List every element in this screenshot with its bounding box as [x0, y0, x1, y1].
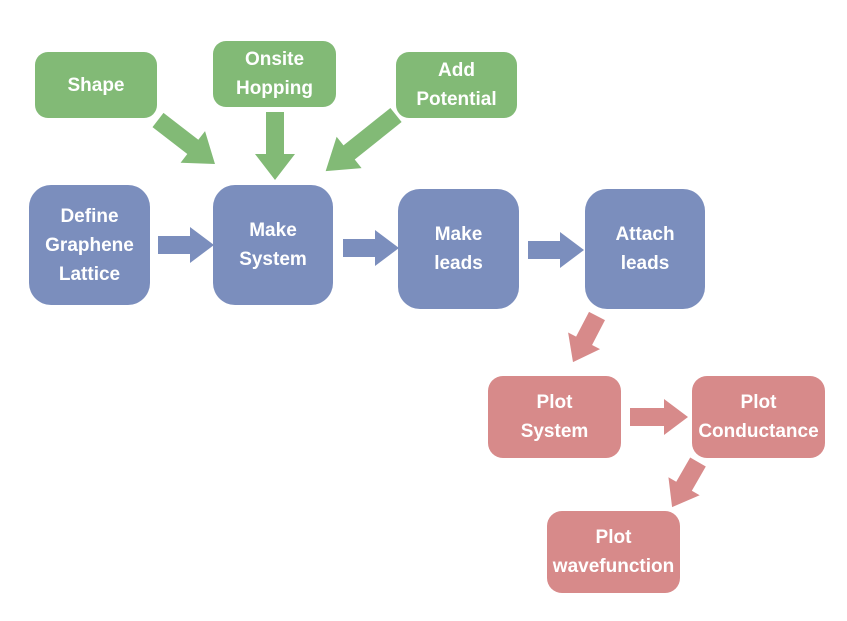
edge-arrow-define-to-make-system	[158, 227, 214, 263]
node-plot-conductance-line-2: Conductance	[698, 421, 819, 442]
edge-arrow-onsite-to-make-system	[255, 112, 295, 180]
node-define-line-1: Define	[60, 205, 119, 227]
node-make-leads-line-2: leads	[434, 253, 483, 274]
node-define-line-2: Graphene	[45, 234, 134, 256]
node-add-potential: Add Potential	[396, 52, 517, 118]
edge-arrow-make-system-to-make-leads	[343, 230, 399, 266]
node-define-line-3: Lattice	[58, 263, 121, 285]
node-plot-system-line-1: Plot	[536, 392, 573, 413]
node-onsite-hopping-line-2: Hopping	[235, 78, 314, 99]
node-plot-system: Plot System	[488, 376, 621, 458]
node-attach-leads-line-2: leads	[620, 253, 670, 274]
edge-arrow-make-leads-to-attach-leads	[528, 232, 584, 268]
node-define-graphene-lattice: Define Graphene Lattice	[29, 185, 150, 305]
node-attach-leads-line-1: Attach	[615, 224, 675, 245]
node-plot-conductance: Plot Conductance	[692, 376, 825, 458]
node-add-potential-line-2: Potential	[416, 89, 497, 110]
node-plot-system-line-2: System	[520, 421, 589, 442]
node-plot-wavefunction-line-1: Plot	[595, 527, 632, 548]
node-make-system: Make System	[213, 185, 333, 305]
node-onsite-hopping-line-1: Onsite	[244, 49, 305, 70]
node-shape: Shape	[35, 52, 157, 118]
edge-arrow-shape-to-make-system	[152, 112, 215, 165]
node-onsite-hopping: Onsite Hopping	[213, 41, 336, 107]
edge-arrow-attach-leads-to-plot-system	[568, 311, 605, 363]
node-make-leads: Make leads	[398, 189, 519, 309]
node-make-system-line-1: Make	[249, 220, 297, 241]
edge-arrow-plot-conductance-to-plot-wavefunction	[668, 457, 706, 508]
node-shape-line-1: Shape	[67, 74, 125, 96]
node-plot-wavefunction: Plot wavefunction	[547, 511, 680, 593]
edge-arrow-plot-system-to-plot-conductance	[630, 399, 688, 435]
node-make-leads-line-1: Make	[434, 224, 483, 245]
node-plot-conductance-line-1: Plot	[740, 392, 777, 413]
node-add-potential-line-1: Add	[438, 60, 475, 81]
node-attach-leads: Attach leads	[585, 189, 705, 309]
node-make-system-line-2: System	[239, 249, 307, 270]
edge-arrow-potential-to-make-system	[325, 107, 402, 172]
node-plot-wavefunction-line-2: wavefunction	[552, 556, 675, 577]
